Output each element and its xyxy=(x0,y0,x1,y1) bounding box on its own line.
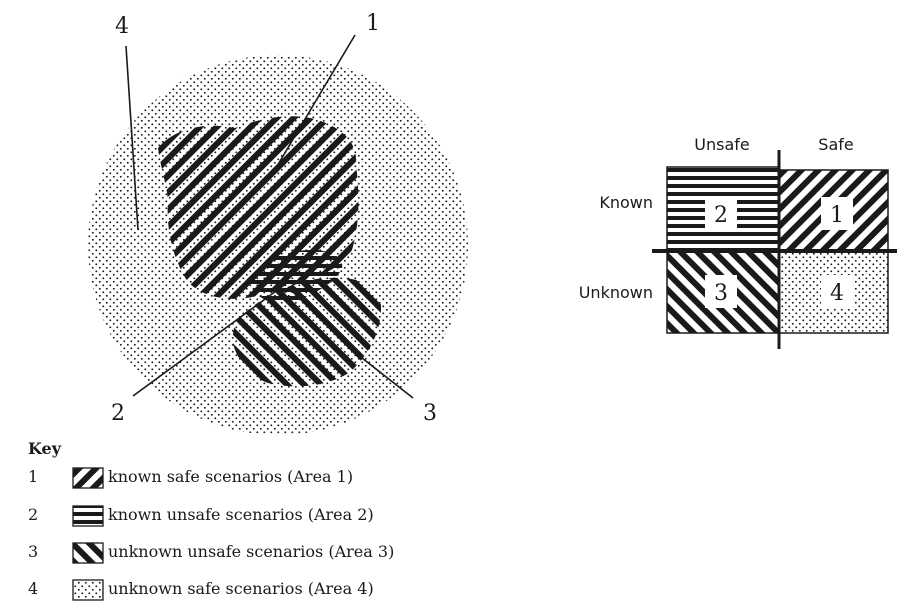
legend-item-number: 2 xyxy=(28,505,38,524)
matrix-label-box-1 xyxy=(821,197,853,230)
matrix-label-box-3 xyxy=(705,275,737,308)
legend-item-number: 4 xyxy=(28,579,38,598)
area-2-known-unsafe-shape xyxy=(250,250,343,303)
legend-swatch-diagonal-forward xyxy=(72,467,104,489)
legend-swatch-horizontal-stripes xyxy=(72,505,104,527)
callout-area-1: 1 xyxy=(366,11,380,36)
matrix-row-known: Known xyxy=(599,193,653,212)
matrix-row-unknown: Unknown xyxy=(579,283,653,302)
key-legend: Key 1 known safe scenarios (Area 1) 2 kn… xyxy=(28,439,394,601)
callout-area-2: 2 xyxy=(111,401,125,426)
matrix-column-unsafe: Unsafe xyxy=(694,135,749,154)
legend-item: 4 unknown safe scenarios (Area 4) xyxy=(28,579,374,601)
matrix-cell-label-3: 3 xyxy=(714,281,728,306)
callout-area-3: 3 xyxy=(423,401,437,426)
legend-item: 1 known safe scenarios (Area 1) xyxy=(28,467,353,489)
matrix-cell-label-4: 4 xyxy=(830,281,844,306)
area-3-unknown-unsafe-shape xyxy=(232,277,382,387)
leader-line-area-2 xyxy=(132,282,288,397)
key-title: Key xyxy=(28,439,62,458)
legend-item-label: known unsafe scenarios (Area 2) xyxy=(108,505,374,524)
legend-item-number: 3 xyxy=(28,542,38,561)
legend-item-label: known safe scenarios (Area 1) xyxy=(108,467,353,486)
legend-item: 2 known unsafe scenarios (Area 2) xyxy=(28,505,374,527)
legend-swatch-diagonal-back xyxy=(72,542,104,564)
callout-area-4: 4 xyxy=(115,14,129,39)
leader-line-area-3 xyxy=(347,346,414,399)
blob-diagram: 1 2 3 4 xyxy=(88,11,468,435)
leader-line-area-1 xyxy=(269,34,356,179)
matrix-column-safe: Safe xyxy=(818,135,853,154)
leader-line-area-4 xyxy=(125,45,139,231)
legend-swatch-dots xyxy=(72,579,104,601)
legend-item-number: 1 xyxy=(28,467,38,486)
matrix-cell-label-1: 1 xyxy=(830,203,844,228)
matrix-cell-label-2: 2 xyxy=(714,203,728,228)
matrix-label-box-2 xyxy=(705,197,737,230)
legend-item: 3 unknown unsafe scenarios (Area 3) xyxy=(28,542,394,564)
matrix-label-box-4 xyxy=(821,275,853,308)
legend-item-label: unknown unsafe scenarios (Area 3) xyxy=(108,542,394,561)
known-safe-matrix: Unsafe Safe Known Unknown 2 1 3 4 xyxy=(579,135,897,349)
legend-item-label: unknown safe scenarios (Area 4) xyxy=(108,579,374,598)
